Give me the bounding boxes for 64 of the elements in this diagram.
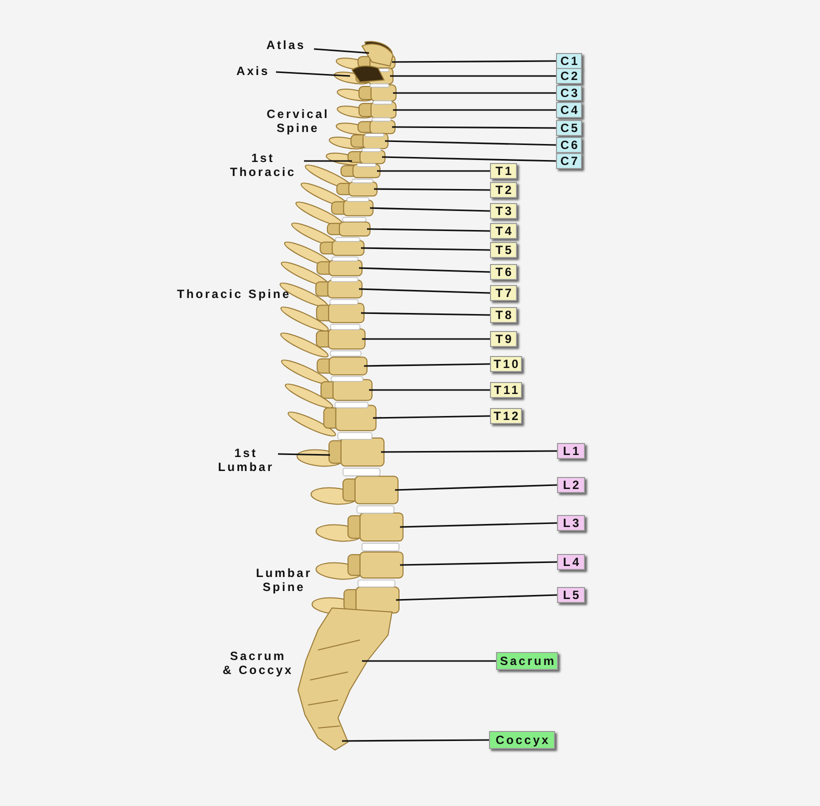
vertebra-label-tag: T3 [490,203,517,219]
vertebra-label-tag: T12 [490,408,522,424]
region-label: Thoracic Spine [176,287,292,301]
leader-line [393,109,556,111]
leader-line [370,207,490,212]
vertebra-label-tag: T5 [490,242,517,258]
vertebra-label-tag: C3 [556,85,582,101]
leader-line [304,160,352,162]
vertebra-label-tag: Sacrum [496,652,558,670]
leader-line [377,170,490,172]
leader-line [358,288,490,294]
vertebra-label-tag: T2 [490,182,517,198]
vertebra-label-tag: L4 [557,554,585,570]
part-label: 1st Thoracic [222,151,304,179]
leader-line [314,48,370,54]
region-label: Lumbar Spine [254,566,313,594]
leader-line [374,188,490,191]
vertebra-label-tag: T6 [490,264,517,280]
vertebra-label-tag: C4 [556,102,582,118]
vertebra-label-tag: T11 [490,382,522,398]
leader-line [392,126,556,129]
leader-line [360,312,490,316]
part-label: Axis [230,64,276,78]
vertebra-label-tag: C7 [556,153,582,169]
vertebra-label-tag: T10 [490,356,522,372]
leader-line [392,60,556,63]
leader-line [400,561,558,566]
leader-line [396,594,558,601]
leader-line [369,389,490,391]
vertebra-label-tag: T1 [490,163,517,179]
leader-line [366,228,490,232]
leader-line [394,484,558,491]
part-label: 1st Lumbar [214,446,278,474]
vertebra-label-tag: C1 [556,53,582,69]
leader-line [276,71,350,77]
part-label: Atlas [258,38,314,52]
vertebra-label-tag: T8 [490,307,517,323]
leader-line [381,450,557,453]
vertebra-label-tag: C6 [556,137,582,153]
leader-line [393,92,556,94]
vertebra-label-tag: L1 [557,443,585,459]
leader-line [358,267,490,273]
leader-line [360,247,490,251]
leader-line [364,363,490,367]
leader-line [342,739,489,742]
vertebra-label-tag: T7 [490,285,517,301]
vertebra-label-tag: L3 [557,515,585,531]
vertebra-label-tag: L5 [557,587,585,603]
leader-line [390,75,556,77]
leader-line [400,522,558,528]
leader-line [384,140,556,146]
leader-line [382,156,556,162]
vertebra-label-tag: C2 [556,68,582,84]
region-label: Cervical Spine [266,107,330,135]
leader-line [362,660,496,662]
vertebra-label-tag: L2 [557,477,585,493]
leader-line [362,338,490,340]
leader-line [278,453,330,456]
region-label: Sacrum & Coccyx [222,649,294,677]
vertebra-label-tag: Coccyx [489,731,555,749]
vertebra-label-tag: C5 [556,120,582,136]
vertebra-label-tag: T9 [490,331,517,347]
leader-line [372,415,490,419]
vertebra-label-tag: T4 [490,223,517,239]
